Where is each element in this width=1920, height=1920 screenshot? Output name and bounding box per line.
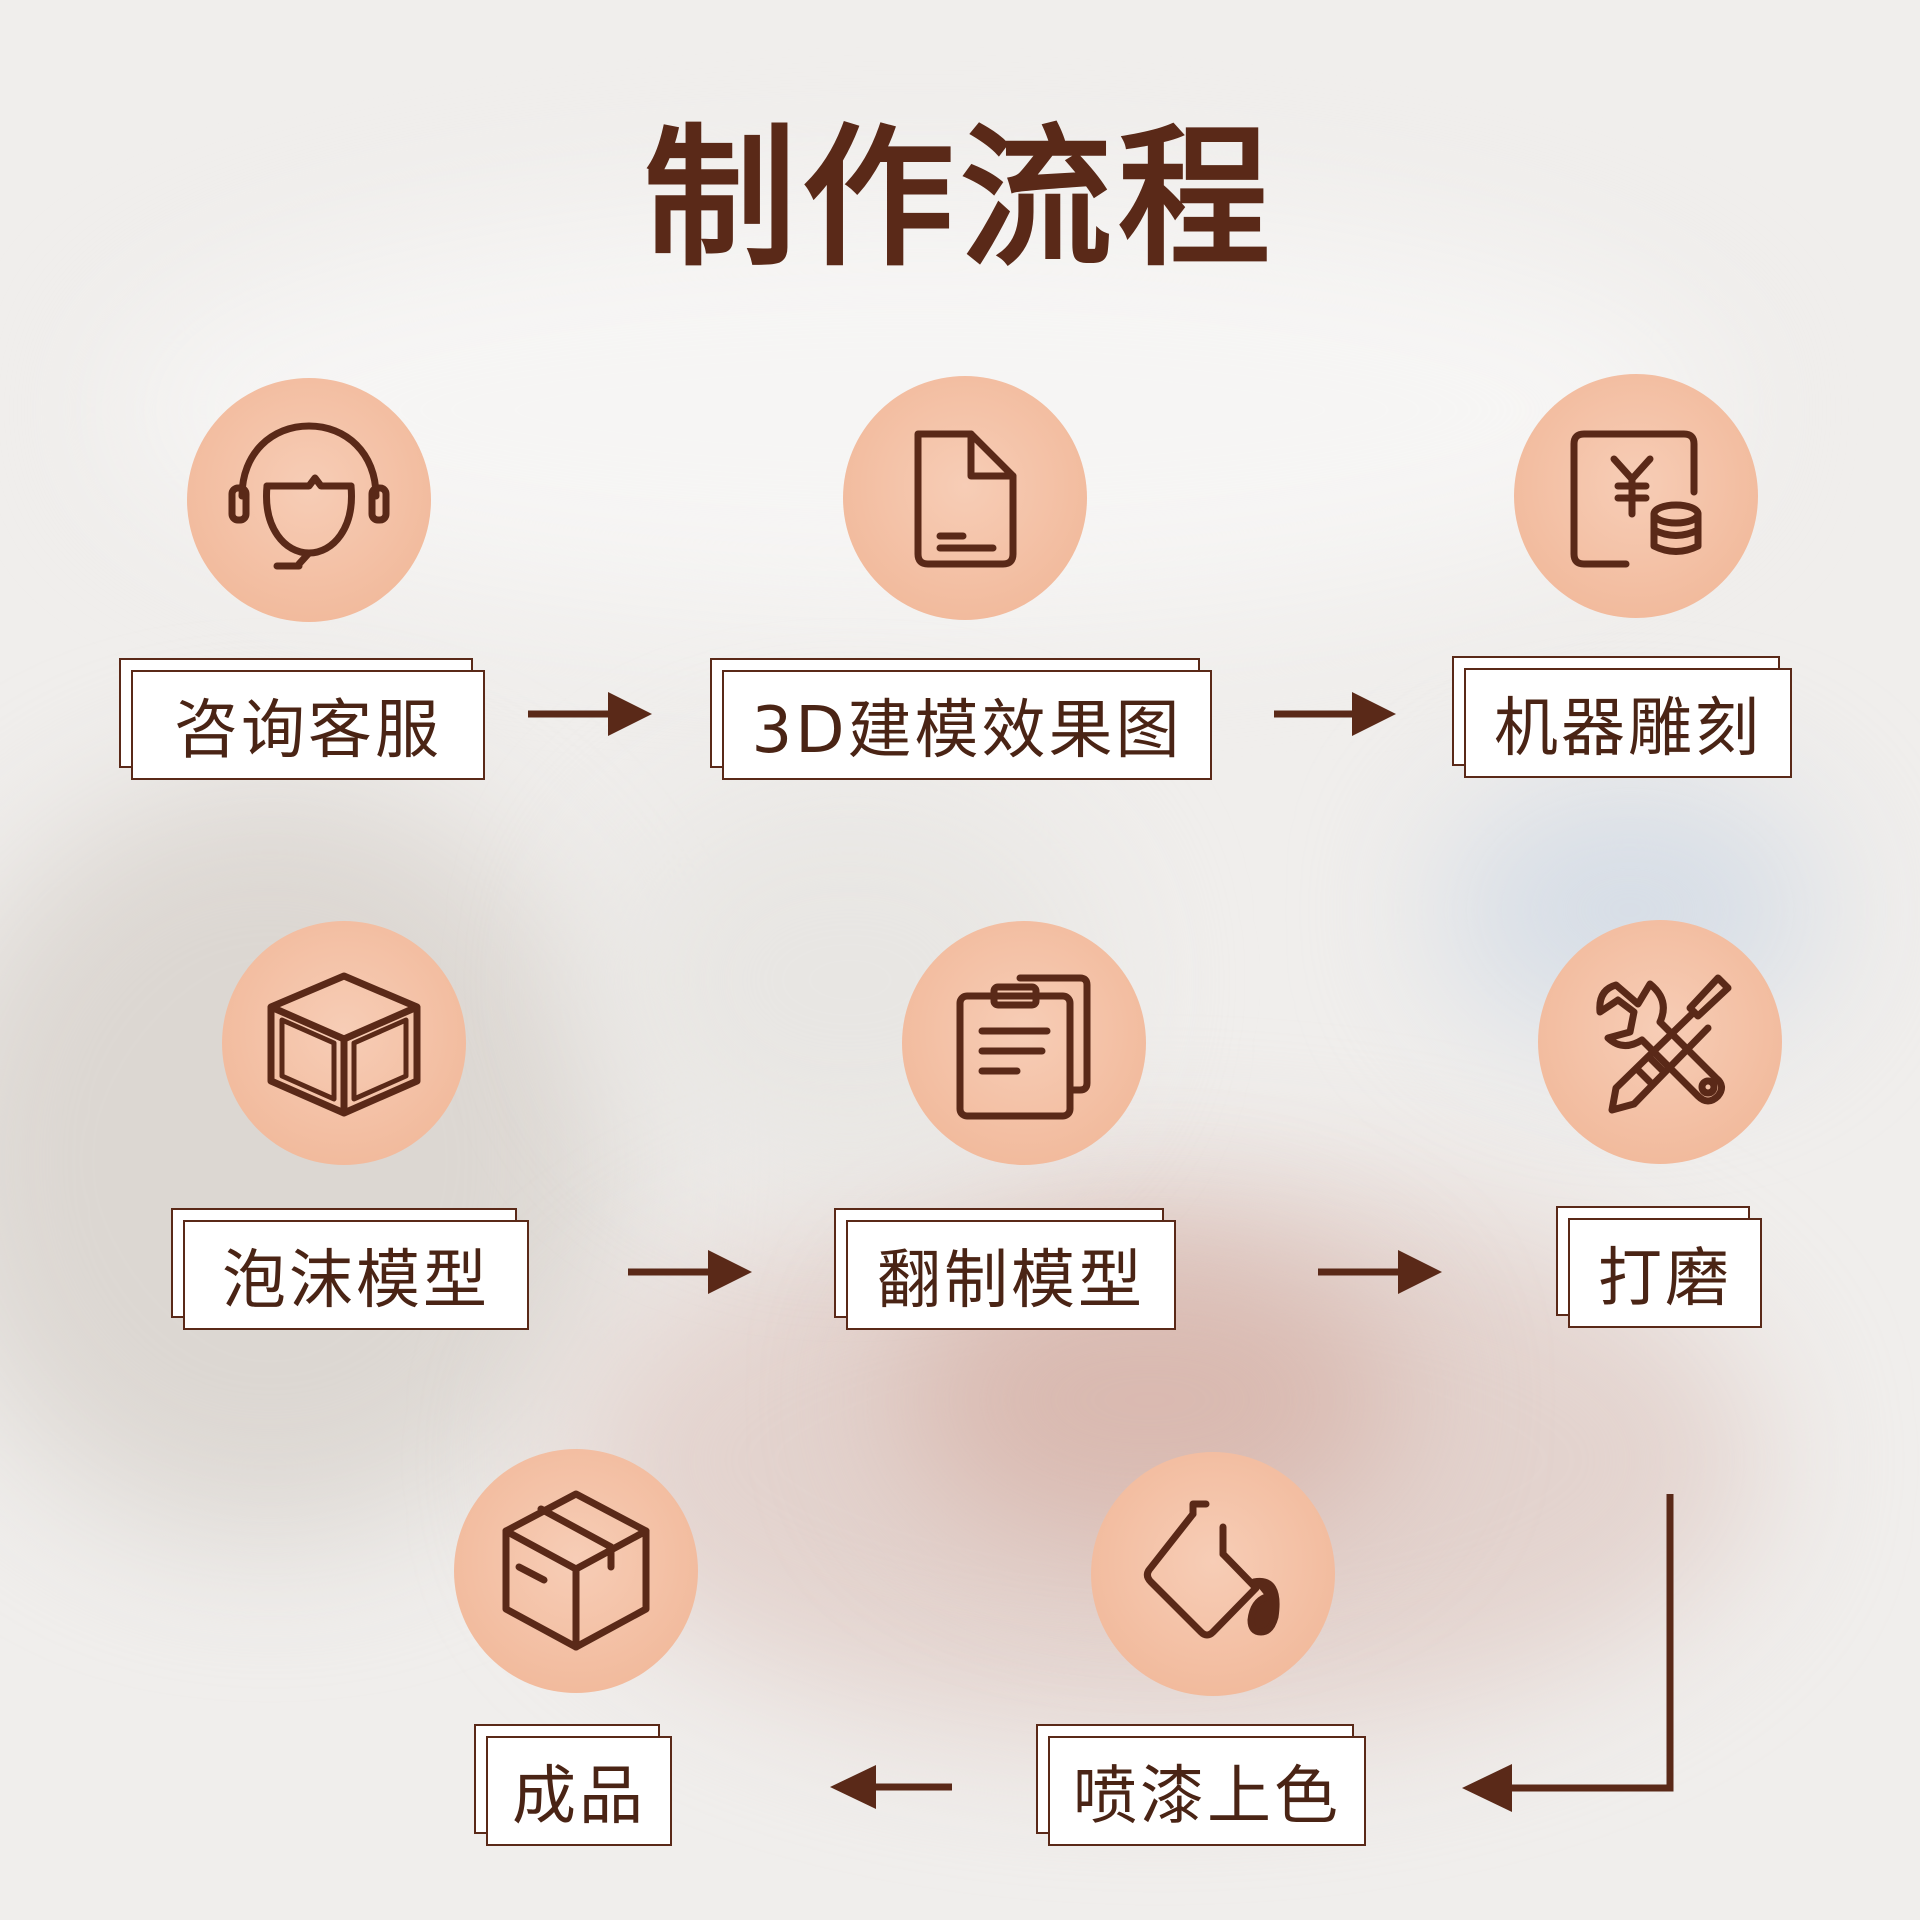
step-label-1: 咨询客服 — [119, 658, 485, 780]
step-label-text-4: 泡沫模型 — [183, 1220, 529, 1330]
step-label-8: 喷漆上色 — [1036, 1724, 1366, 1846]
document-icon — [914, 430, 1017, 568]
arrow-right-1 — [528, 692, 652, 736]
step-label-text-6: 打磨 — [1568, 1218, 1762, 1328]
step-icon-circle-1 — [187, 378, 431, 622]
step-label-2: 3D建模效果图 — [710, 658, 1212, 780]
step-label-text-5: 翻制模型 — [846, 1220, 1176, 1330]
arrow-right-2 — [1274, 692, 1396, 736]
step-label-text-2: 3D建模效果图 — [722, 670, 1212, 780]
payment-coins-icon — [1570, 430, 1702, 568]
arrow-elbow-down-left — [1462, 1494, 1674, 1812]
page-title: 制作流程 — [644, 110, 1276, 287]
step-label-6: 打磨 — [1556, 1206, 1762, 1328]
step-icon-circle-8 — [1091, 1452, 1335, 1696]
step-icon-circle-3 — [1514, 374, 1758, 618]
cube-icon — [267, 972, 421, 1117]
step-label-text-8: 喷漆上色 — [1048, 1736, 1366, 1846]
step-icon-circle-7 — [454, 1449, 698, 1693]
arrow-right-4 — [1318, 1250, 1442, 1294]
step-icon-circle-2 — [843, 376, 1087, 620]
package-icon — [502, 1490, 650, 1651]
step-icon-circle-4 — [222, 921, 466, 1165]
step-label-5: 翻制模型 — [834, 1208, 1176, 1330]
arrow-right-3 — [628, 1250, 752, 1294]
step-icon-circle-5 — [902, 921, 1146, 1165]
step-label-7: 成品 — [474, 1724, 672, 1846]
step-label-4: 泡沫模型 — [171, 1208, 529, 1330]
clipboard-icon — [956, 974, 1091, 1120]
step-label-text-3: 机器雕刻 — [1464, 668, 1792, 778]
step-label-text-7: 成品 — [486, 1736, 672, 1846]
headset-icon — [228, 422, 390, 570]
step-icon-circle-6 — [1538, 920, 1782, 1164]
step-label-text-1: 咨询客服 — [131, 670, 485, 780]
paint-bucket-icon — [1143, 1500, 1280, 1639]
step-label-3: 机器雕刻 — [1452, 656, 1792, 778]
arrow-left-1 — [830, 1765, 952, 1809]
tools-icon — [1596, 974, 1732, 1114]
